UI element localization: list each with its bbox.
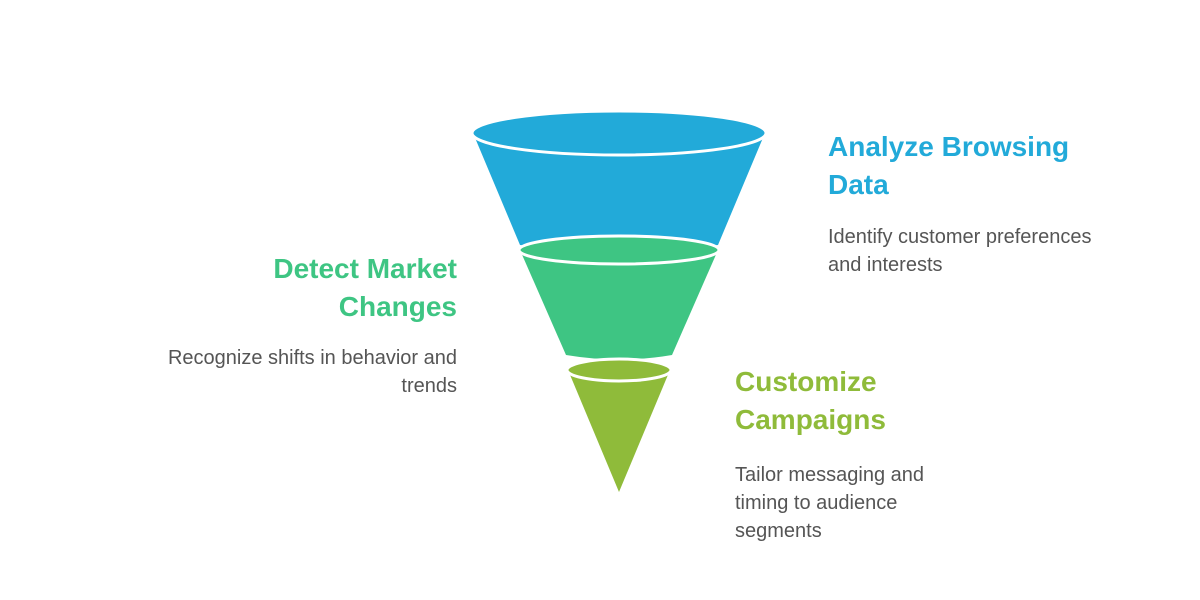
funnel-bottom-stage: [565, 357, 673, 492]
stage-title-customize: Customize Campaigns: [735, 366, 886, 435]
stage-description-detect: Recognize shifts in behavior and trends: [167, 347, 457, 397]
stage-description-customize: Tailor messaging and timing to audience …: [735, 464, 924, 542]
stage-description-analyze: Identify customer preferences and intere…: [828, 226, 1092, 276]
stage-title-analyze: Analyze Browsing Data: [828, 131, 1070, 200]
funnel-top-stage: [470, 109, 768, 252]
stage-title-detect: Detect Market Changes: [273, 253, 457, 322]
funnel-middle-stage: [517, 234, 721, 360]
